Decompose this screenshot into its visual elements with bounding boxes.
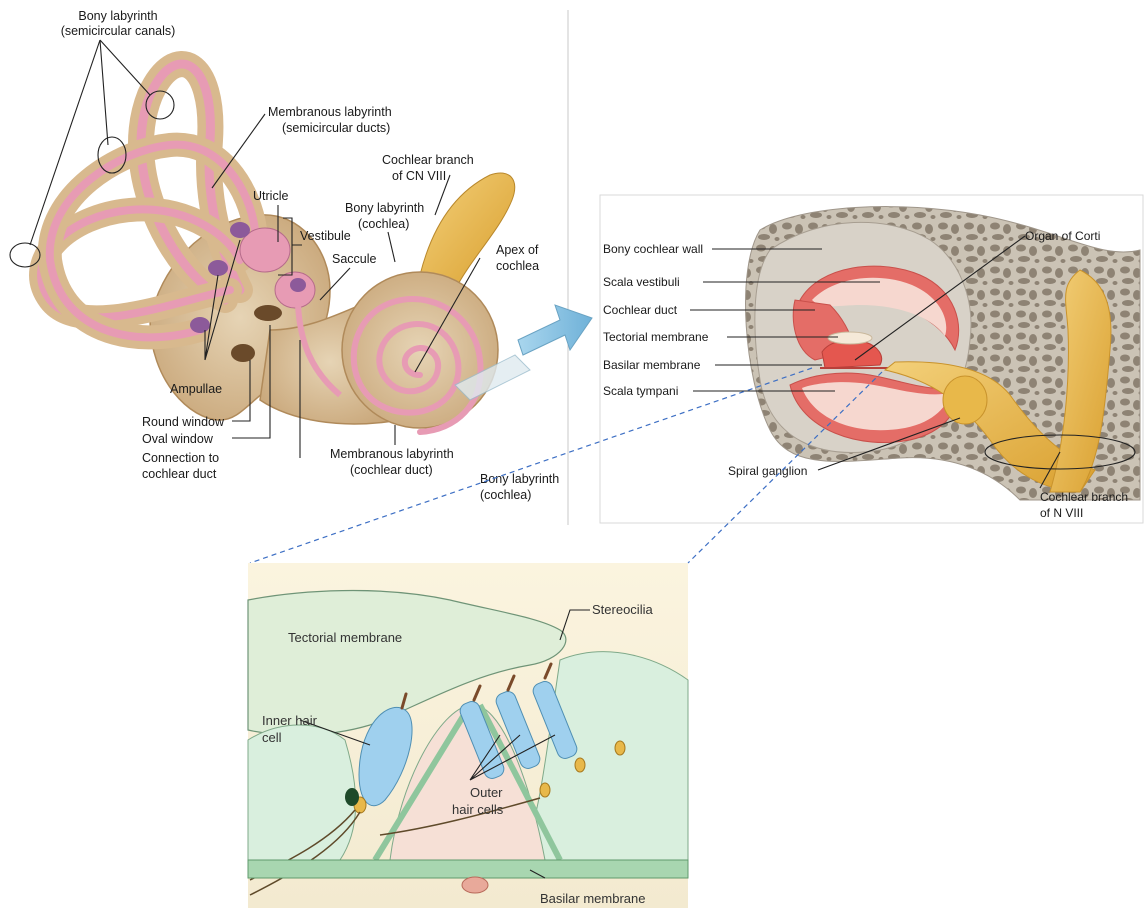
- label-bony-cochlear-wall: Bony cochlear wall: [603, 242, 703, 256]
- svg-text:Bony labyrinth: Bony labyrinth: [78, 9, 157, 23]
- label-inner-hair-cell-2: cell: [262, 730, 282, 745]
- tectorial-membrane: [828, 332, 872, 344]
- label-apex-1: Apex of: [496, 243, 539, 257]
- label-bony-cochlea-3-1: Bony labyrinth: [480, 472, 559, 486]
- label-cochlear-branch-n-2: of N VIII: [1040, 506, 1083, 520]
- spiral-ganglion: [943, 376, 987, 424]
- ampulla: [208, 260, 228, 276]
- label-membranous-semicircular-1: Membranous labyrinth: [268, 105, 392, 119]
- label-bony-canals-1: Bony labyrinth: [78, 9, 157, 23]
- label-round-window: Round window: [142, 415, 225, 429]
- label-apex-2: cochlea: [496, 259, 539, 273]
- label-connection-2: cochlear duct: [142, 467, 217, 481]
- label-tectorial-membrane: Tectorial membrane: [603, 330, 709, 344]
- label-membranous-cochlear-2: (cochlear duct): [350, 463, 433, 477]
- label-bony-cochlea-1: Bony labyrinth: [345, 201, 424, 215]
- ampulla: [230, 222, 250, 238]
- label-organ-of-corti: Organ of Corti: [1025, 229, 1100, 243]
- saccule-macula: [290, 278, 306, 292]
- label-outer-hair-cells-1: Outer: [470, 785, 503, 800]
- label-outer-hair-cells-2: hair cells: [452, 802, 504, 817]
- label-cochlear-branch-n-1: Cochlear branch: [1040, 490, 1128, 504]
- label-inner-hair-cell-1: Inner hair: [262, 713, 318, 728]
- svg-text:(semicircular canals): (semicircular canals): [61, 24, 176, 38]
- label-connection-1: Connection to: [142, 451, 219, 465]
- supporting-cells-left: [248, 725, 356, 860]
- label-scala-vestibuli: Scala vestibuli: [603, 275, 680, 289]
- afferent-terminal: [345, 788, 359, 806]
- label-stereocilia: Stereocilia: [592, 602, 653, 617]
- label-bony-cochlea-2: (cochlea): [358, 217, 409, 231]
- label-cochlear-branch-cn-2: of CN VIII: [392, 169, 446, 183]
- corti-basilar-membrane: [248, 860, 688, 878]
- round-window: [231, 344, 255, 362]
- label-bony-cochlea-3-2: (cochlea): [480, 488, 531, 502]
- label-utricle: Utricle: [253, 189, 288, 203]
- label-basilar-membrane: Basilar membrane: [603, 358, 701, 372]
- label-corti-tectorial-membrane: Tectorial membrane: [288, 630, 402, 645]
- oval-window: [254, 305, 282, 321]
- labyrinth-illustration: [41, 64, 515, 432]
- label-vestibule: Vestibule: [300, 229, 351, 243]
- label-cochlear-branch-cn-1: Cochlear branch: [382, 153, 474, 167]
- label-corti-basilar-membrane: Basilar membrane: [540, 891, 646, 906]
- label-oval-window: Oval window: [142, 432, 214, 446]
- label-membranous-cochlear-1: Membranous labyrinth: [330, 447, 454, 461]
- label-cochlear-duct: Cochlear duct: [603, 303, 678, 317]
- label-spiral-ganglion: Spiral ganglion: [728, 464, 807, 478]
- label-membranous-semicircular-2: (semicircular ducts): [282, 121, 390, 135]
- label-bony-canals-2: (semicircular canals): [61, 24, 176, 38]
- label-ampullae: Ampullae: [170, 382, 222, 396]
- ampulla: [190, 317, 210, 333]
- label-scala-tympani: Scala tympani: [603, 384, 678, 398]
- label-saccule: Saccule: [332, 252, 377, 266]
- zoom-arrow: [518, 305, 592, 355]
- blood-vessel: [462, 877, 488, 893]
